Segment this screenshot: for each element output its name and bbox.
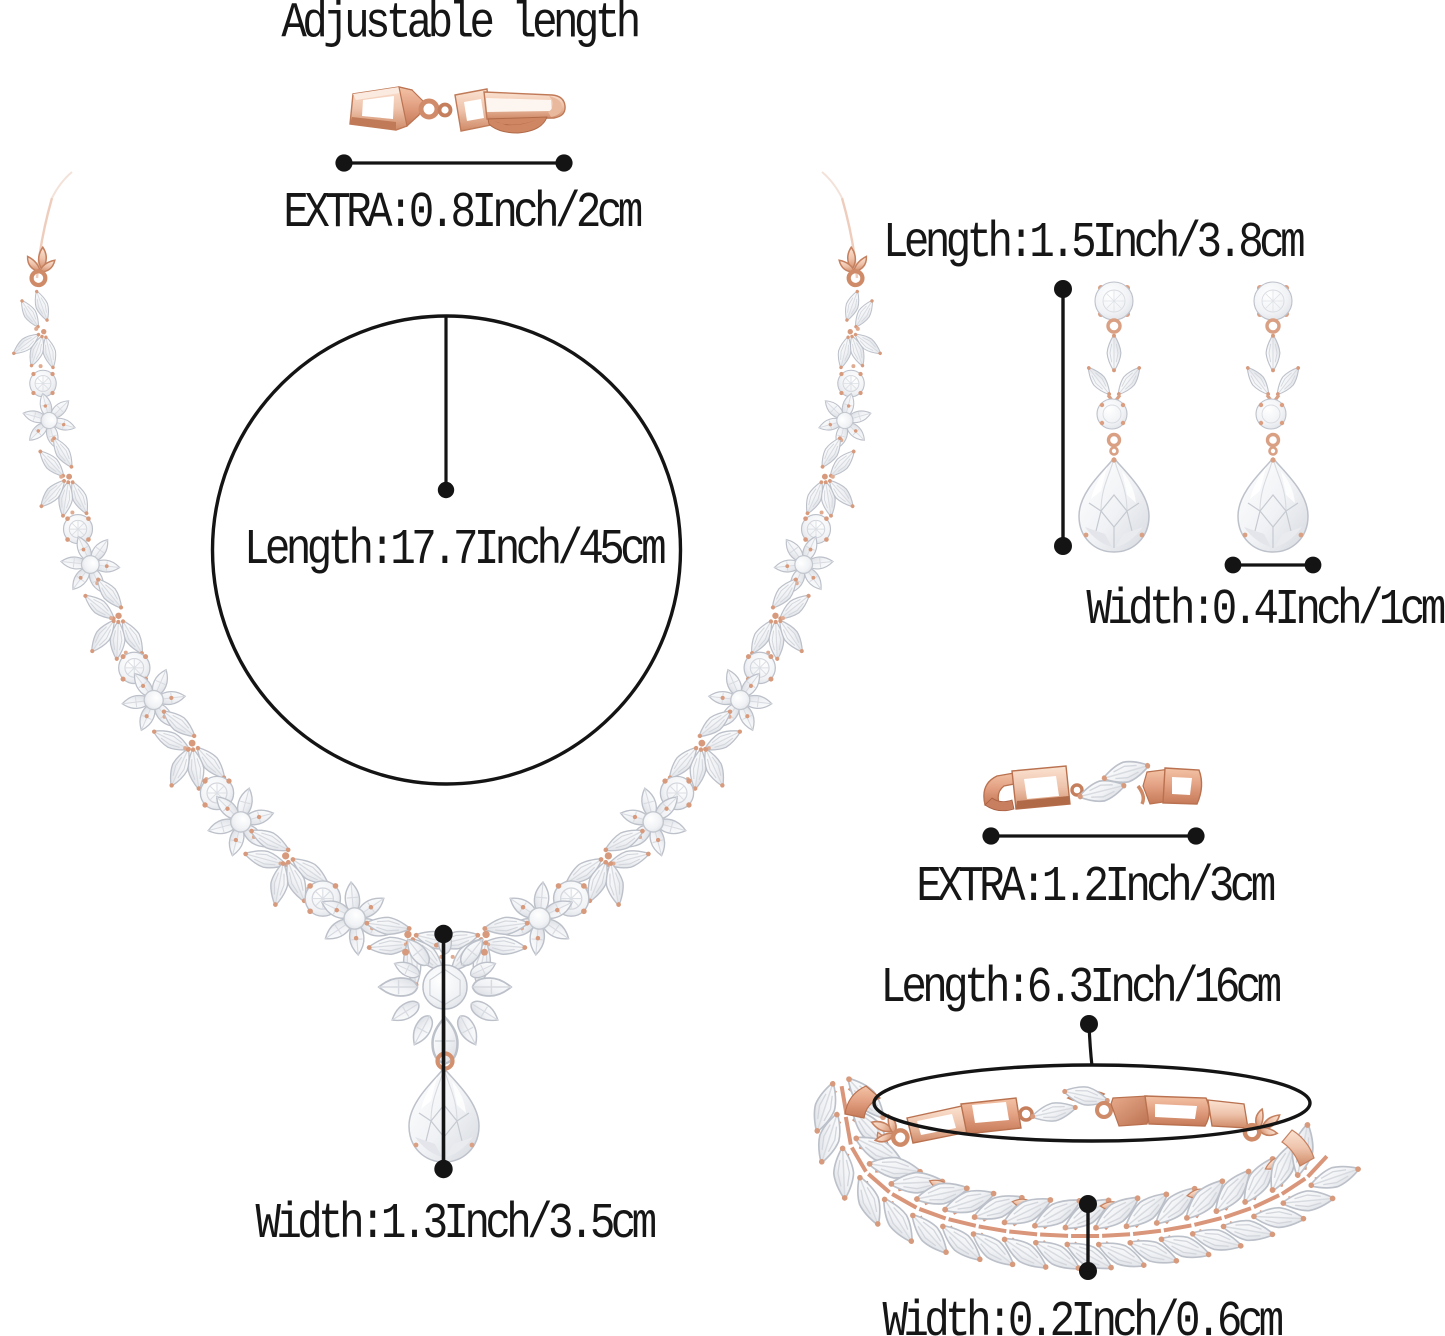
svg-text:Length:6.3Inch/16cm: Length:6.3Inch/16cm (880, 959, 1280, 1016)
svg-text:Length:1.5Inch/3.8cm: Length:1.5Inch/3.8cm (883, 214, 1304, 271)
svg-text:EXTRA:1.2Inch/3cm: EXTRA:1.2Inch/3cm (916, 858, 1274, 915)
svg-text:EXTRA:0.8Inch/2cm: EXTRA:0.8Inch/2cm (283, 184, 641, 241)
svg-text:Width:0.4Inch/1cm: Width:0.4Inch/1cm (1086, 581, 1444, 638)
svg-text:Adjustable length: Adjustable length (281, 0, 637, 52)
svg-text:Width:1.3Inch/3.5cm: Width:1.3Inch/3.5cm (255, 1195, 655, 1252)
svg-text:Length:17.7Inch/45cm: Length:17.7Inch/45cm (244, 521, 665, 578)
svg-text:Width:0.2Inch/0.6cm: Width:0.2Inch/0.6cm (882, 1293, 1282, 1336)
